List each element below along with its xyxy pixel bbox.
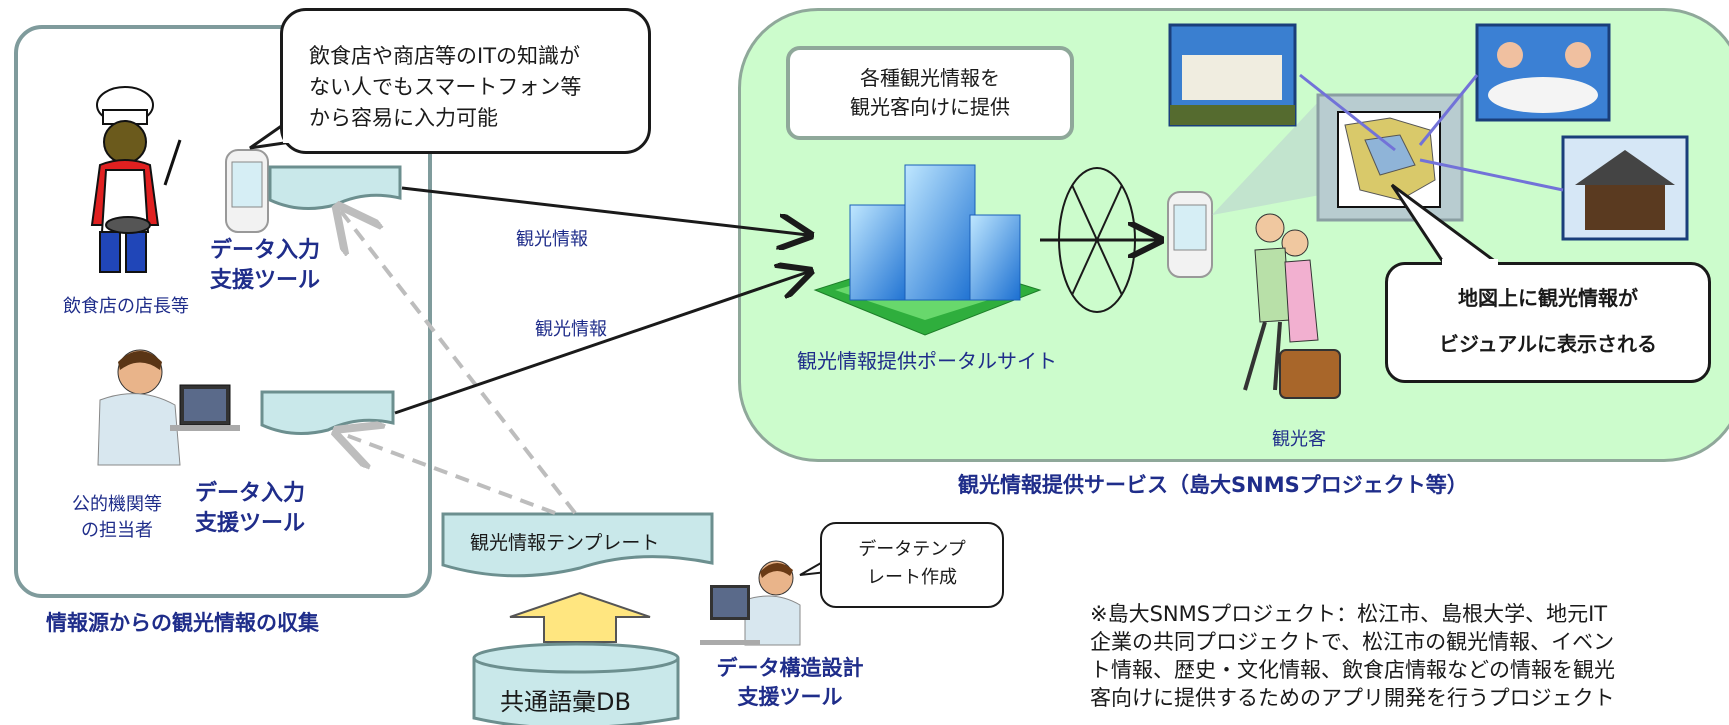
tool-label-line-2: 支援ツール <box>194 510 305 535</box>
map-image <box>1316 93 1464 222</box>
tourists-illustration <box>1243 213 1341 399</box>
callout-line-2: ビジュアルに表示される <box>1439 332 1657 356</box>
bubble-line-1: 飲食店や商店等のITの知識が <box>309 44 581 68</box>
footnote-line-4: 客向けに提供するためのアプリ開発を行うプロジェクト <box>1090 686 1615 710</box>
ease-of-input-bubble: 飲食店や商店等のITの知識が ない人でもスマートフォン等 から容易に入力可能 <box>280 8 651 154</box>
restaurant-photo <box>1475 23 1611 122</box>
template-document <box>441 512 714 578</box>
footnote-line-2: 企業の共同プロジェクトで、松江市の観光情報、イベン <box>1090 630 1615 654</box>
template-creation-bubble: データテンプ レート作成 <box>820 522 1004 608</box>
phone-icon <box>225 149 269 233</box>
provide-line-2: 観光客向けに提供 <box>850 95 1010 119</box>
staff-label-line-1: 公的機関等 <box>72 494 162 515</box>
designer-illustration <box>700 560 801 646</box>
restaurant-input-tool-label: データ入力 支援ツール <box>205 235 325 295</box>
tool-label-line-2: 支援ツール <box>209 267 320 292</box>
provide-line-1: 各種観光情報を <box>860 66 1000 90</box>
lower-arrow-label: 観光情報 <box>535 319 607 340</box>
chef-illustration <box>90 86 182 273</box>
network-symbol <box>1040 167 1158 313</box>
upper-arrow-label: 観光情報 <box>516 229 588 250</box>
provide-info-box: 各種観光情報を 観光客向けに提供 <box>786 46 1074 140</box>
template-label: 観光情報テンプレート <box>470 532 660 554</box>
snms-footnote: ※島大SNMSプロジェクト：松江市、島根大学、地元IT 企業の共同プロジェクトで… <box>1090 600 1729 712</box>
tourist-phone-icon <box>1167 100 1320 278</box>
vocabulary-db-label: 共通語彙DB <box>500 688 631 716</box>
design-label-line-1: データ構造設計 <box>716 657 864 680</box>
input-tool-document-upper <box>268 165 402 210</box>
footnote-line-1: ※島大SNMSプロジェクト：松江市、島根大学、地元IT <box>1090 602 1608 626</box>
template-to-upper-tool-arrow <box>340 210 577 515</box>
public-input-tool-label: データ入力 支援ツール <box>190 478 310 538</box>
design-bubble-line-2: レート作成 <box>867 567 957 588</box>
portal-site-label: 観光情報提供ポータルサイト <box>797 349 1057 373</box>
shrine-photo <box>1561 135 1689 241</box>
restaurant-owner-label: 飲食店の店長等 <box>63 296 189 317</box>
design-bubble-line-1: データテンプ <box>858 539 966 560</box>
map-display-callout: 地図上に観光情報が ビジュアルに表示される <box>1385 262 1711 383</box>
design-label-line-2: 支援ツール <box>737 686 843 709</box>
tourist-spot-photo <box>1168 23 1297 127</box>
template-to-lower-tool-arrow <box>340 433 556 515</box>
upper-info-arrow <box>401 186 808 235</box>
footnote-line-3: ト情報、歴史・文化情報、飲食店情報などの情報を観光 <box>1090 658 1615 682</box>
input-tool-document-lower <box>260 390 395 435</box>
vocabulary-db-cylinder <box>472 642 680 725</box>
bubble-line-3: から容易に入力可能 <box>309 106 498 130</box>
public-staff-label: 公的機関等 の担当者 <box>62 492 172 544</box>
collection-caption: 情報源からの観光情報の収集 <box>46 611 319 635</box>
tourist-label: 観光客 <box>1272 429 1326 450</box>
portal-building-icon <box>813 164 1042 336</box>
lower-info-arrow <box>394 272 808 415</box>
tool-label-line-1: データ入力 <box>194 480 305 505</box>
service-caption: 観光情報提供サービス（島大SNMSプロジェクト等） <box>958 473 1468 497</box>
design-tool-label: データ構造設計 支援ツール <box>705 654 875 712</box>
staff-label-line-2: の担当者 <box>81 520 153 541</box>
tool-label-line-1: データ入力 <box>209 237 320 262</box>
office-worker-illustration <box>97 349 240 466</box>
callout-line-1: 地図上に観光情報が <box>1458 286 1638 310</box>
bubble-line-2: ない人でもスマートフォン等 <box>309 75 582 99</box>
